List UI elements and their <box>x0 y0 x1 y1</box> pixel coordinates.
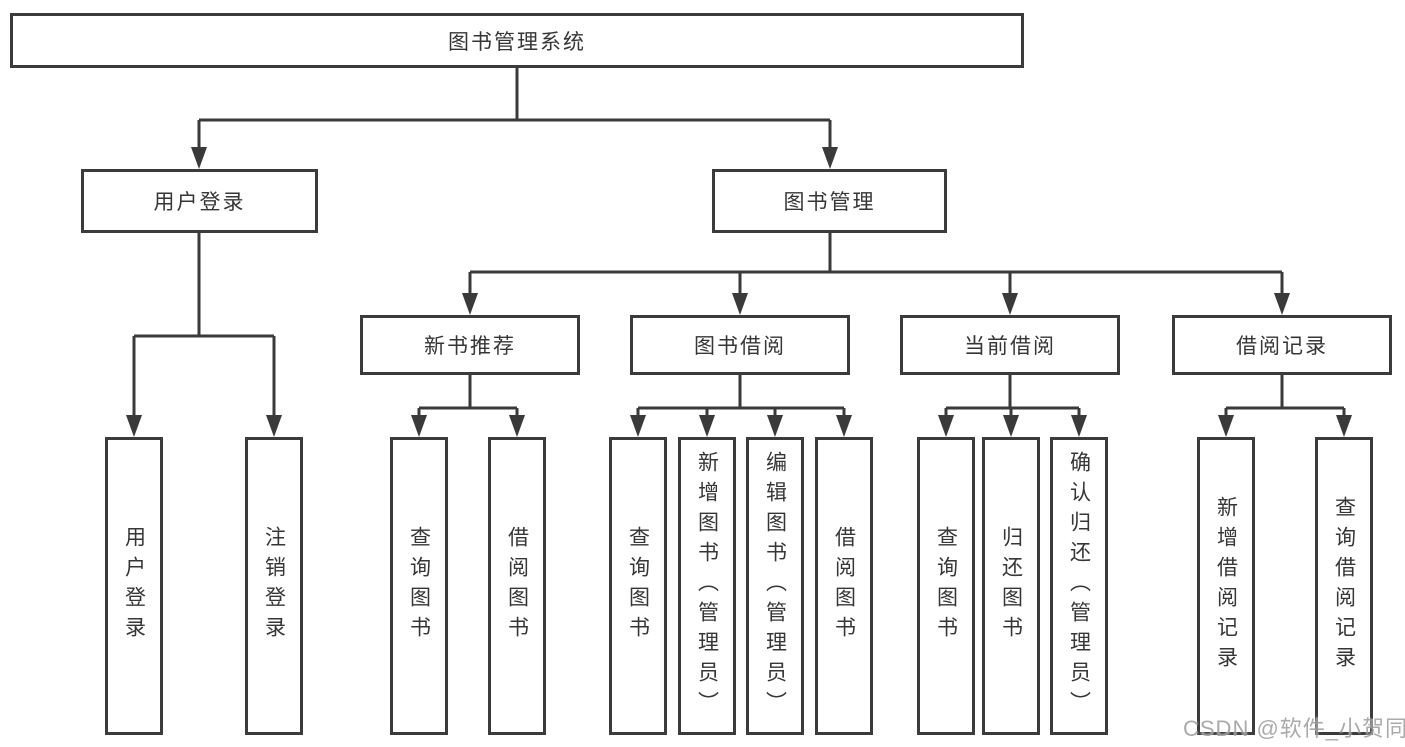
node-label: 查询图书 <box>626 526 650 646</box>
connector-root-to-level2 <box>197 68 832 151</box>
node-label: 图书借阅 <box>694 335 786 358</box>
node-label: 借阅图书 <box>505 526 529 646</box>
leaf-add-book-admin: 新增图书（管理员） <box>678 437 736 735</box>
node-book-borrowing: 图书借阅 <box>630 315 850 375</box>
node-new-book-recommendation: 新书推荐 <box>360 315 580 375</box>
node-user-login: 用户登录 <box>81 169 318 233</box>
node-label: 用户登录 <box>122 526 146 646</box>
leaf-query-books-recommend: 查询图书 <box>390 437 448 735</box>
connector-book-borrowing-children <box>636 375 846 418</box>
connector-book-management-children <box>468 233 1284 296</box>
node-label: 新书推荐 <box>424 335 516 358</box>
node-current-borrowing: 当前借阅 <box>900 315 1120 375</box>
node-borrow-records: 借阅记录 <box>1172 315 1392 375</box>
node-label: 借阅图书 <box>832 526 856 646</box>
node-label: 新增借阅记录 <box>1214 496 1238 676</box>
node-library-management-system: 图书管理系统 <box>10 13 1024 68</box>
leaf-query-books-current: 查询图书 <box>917 437 975 735</box>
leaf-logout: 注销登录 <box>245 437 303 735</box>
node-label: 借阅记录 <box>1236 335 1328 358</box>
node-label: 确认归还（管理员） <box>1067 451 1091 721</box>
node-label: 查询图书 <box>407 526 431 646</box>
leaf-return-books: 归还图书 <box>982 437 1040 735</box>
leaf-confirm-return-admin: 确认归还（管理员） <box>1050 437 1108 735</box>
node-label: 注销登录 <box>262 526 286 646</box>
node-label: 当前借阅 <box>964 335 1056 358</box>
node-label: 用户登录 <box>153 191 246 214</box>
connector-new-book-children <box>417 375 519 418</box>
node-label: 查询借阅记录 <box>1332 496 1356 676</box>
leaf-query-borrow-record: 查询借阅记录 <box>1315 437 1373 735</box>
csdn-watermark: CSDN @软件_小贺同学 <box>1183 716 1405 741</box>
leaf-user-login: 用户登录 <box>105 437 163 735</box>
connector-borrow-records-children <box>1224 375 1346 418</box>
connector-current-borrowing-children <box>944 375 1081 418</box>
node-label: 查询图书 <box>934 526 958 646</box>
node-label: 新增图书（管理员） <box>695 451 719 721</box>
leaf-borrow-books-recommend: 借阅图书 <box>488 437 546 735</box>
node-label: 编辑图书（管理员） <box>763 451 787 721</box>
leaf-borrow-books: 借阅图书 <box>815 437 873 735</box>
connector-user-login-children <box>132 233 276 418</box>
leaf-add-borrow-record: 新增借阅记录 <box>1197 437 1255 735</box>
node-label: 归还图书 <box>999 526 1023 646</box>
node-label: 图书管理系统 <box>448 30 586 54</box>
leaf-query-books-borrowing: 查询图书 <box>609 437 667 735</box>
leaf-edit-book-admin: 编辑图书（管理员） <box>746 437 804 735</box>
node-label: 图书管理 <box>783 191 876 214</box>
arrowheads <box>126 147 1352 437</box>
node-book-management: 图书管理 <box>712 169 947 233</box>
